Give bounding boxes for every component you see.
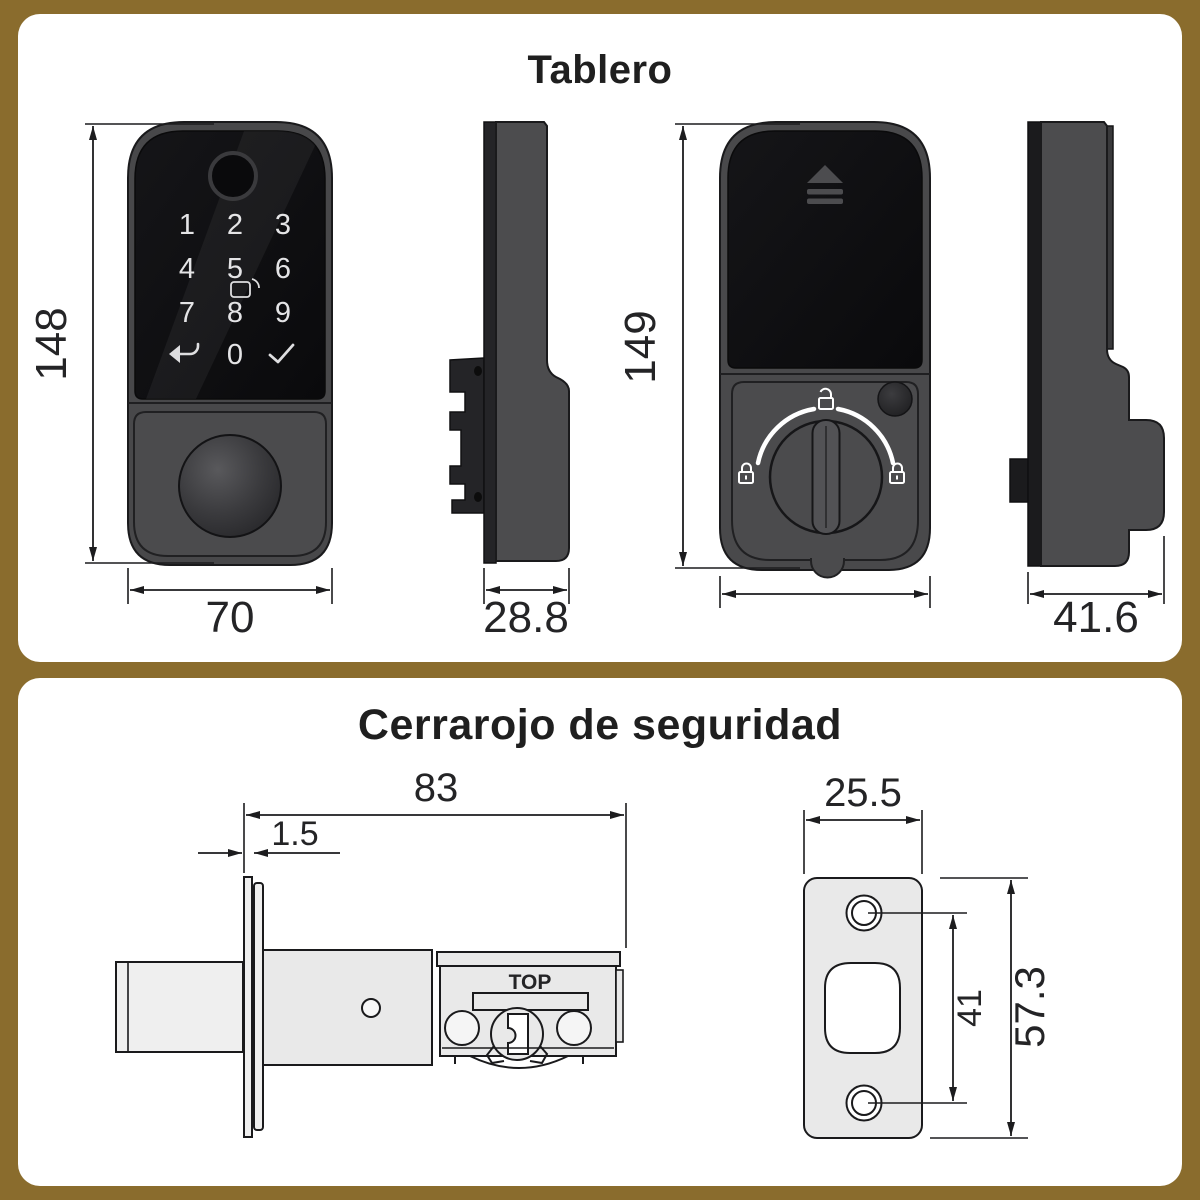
tablero-panel [18,14,1182,662]
tablero-title: Tablero [527,48,673,92]
cerrojo-panel [18,678,1182,1186]
cerrojo-title: Cerrarojo de seguridad [357,701,843,749]
